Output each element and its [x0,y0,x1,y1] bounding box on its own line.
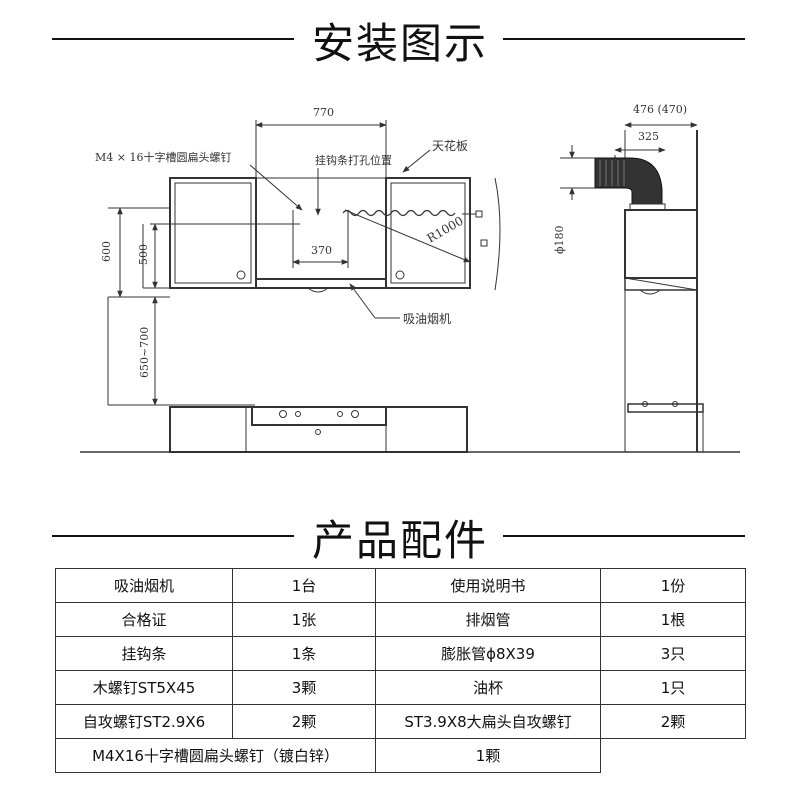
hood-side [624,209,698,279]
part-qty: 1张 [232,602,376,637]
part-name: 挂钩条 [55,636,233,671]
parts-section-header: 产品配件 [0,505,800,565]
diagram-labels: M4 × 16十字槽圆扁头螺钉 挂钩条打孔位置 天花板 R1000 吸油烟机 7… [95,103,687,378]
side-cooktop [627,403,704,413]
ceiling-arc [494,177,501,291]
part-name: 使用说明书 [375,568,601,603]
part-qty: 1份 [600,568,746,603]
parts-section-title: 产品配件 [311,516,488,565]
part-qty: 2颗 [600,704,746,739]
part-qty: 1条 [232,636,376,671]
left-cabinet-knob [236,270,246,280]
right-upper-cabinet [385,177,471,289]
dim-476: 476 (470) [633,103,687,116]
table-row: 挂钩条 1条 膨胀管ϕ8X39 3只 [55,636,746,671]
table-row: 自攻螺钉ST2.9X6 2颗 ST3.9X8大扁头自攻螺钉 2颗 [55,704,746,739]
hood-handle [307,287,329,293]
dim-180: ϕ180 [553,226,566,255]
burner-knob-right [337,411,343,417]
part-qty: 1台 [232,568,376,603]
label-arc-radius: R1000 [425,214,466,246]
installation-diagram: M4 × 16十字槽圆扁头螺钉 挂钩条打孔位置 天花板 R1000 吸油烟机 7… [80,103,740,453]
dim-600: 600 [100,241,113,262]
part-name: ST3.9X8大扁头自攻螺钉 [375,704,601,739]
part-qty: 1颗 [375,738,601,773]
arc-leader [344,209,471,263]
header-rule-left [52,38,294,40]
hook-plate [475,210,483,218]
part-name: 排烟管 [375,602,601,637]
table-row: M4X16十字槽圆扁头螺钉（镀白锌） 1颗 [55,738,746,773]
part-name: 吸油烟机 [55,568,233,603]
hood-body [255,278,387,289]
part-name: 木螺钉ST5X45 [55,670,233,705]
install-section-header: 安装图示 [0,8,800,68]
header-rule-left [52,535,294,537]
part-name: 油杯 [375,670,601,705]
part-name: 合格证 [55,602,233,637]
label-hood: 吸油烟机 [403,312,451,326]
hood-side-lip [639,289,661,295]
ceiling-leader [402,149,431,173]
label-hook-position: 挂钩条打孔位置 [315,153,392,167]
right-cabinet-panel [390,182,466,284]
dim-770: 770 [313,106,334,119]
header-rule-right [503,535,745,537]
part-name: 膨胀管ϕ8X39 [375,636,601,671]
table-row: 木螺钉ST5X45 3颗 油杯 1只 [55,670,746,705]
side-view [560,122,704,452]
cooktop [251,406,387,426]
right-cabinet-knob [395,270,405,280]
burner-knob-left [295,411,301,417]
hood-leader [349,283,376,319]
dim-370: 370 [311,244,332,257]
part-name: 自攻螺钉ST2.9X6 [55,704,233,739]
part-qty: 1只 [600,670,746,705]
front-view [80,120,740,453]
part-qty: 3只 [600,636,746,671]
screw-leader [249,164,303,211]
header-rule-right [503,38,745,40]
ceiling-marker [480,239,488,247]
part-qty: 3颗 [232,670,376,705]
dim-325: 325 [638,130,659,143]
label-screw: M4 × 16十字槽圆扁头螺钉 [95,150,231,164]
burner-left [279,410,287,418]
dim-500: 500 [137,244,150,265]
burner-right [351,410,359,418]
install-section-title: 安装图示 [311,19,488,68]
part-name: M4X16十字槽圆扁头螺钉（镀白锌） [55,738,376,773]
part-qty: 1根 [600,602,746,637]
table-row: 合格证 1张 排烟管 1根 [55,602,746,637]
hook-spring [342,209,456,217]
dim-650-700: 650~700 [138,327,151,378]
left-cabinet-panel [174,182,252,284]
table-row: 吸油烟机 1台 使用说明书 1份 [55,568,746,603]
exhaust-duct [594,157,663,205]
part-qty: 2颗 [232,704,376,739]
label-ceiling: 天花板 [432,138,468,153]
parts-table: 吸油烟机 1台 使用说明书 1份 合格证 1张 排烟管 1根 挂钩条 1条 膨胀… [55,568,746,773]
empty-cell [601,739,746,773]
